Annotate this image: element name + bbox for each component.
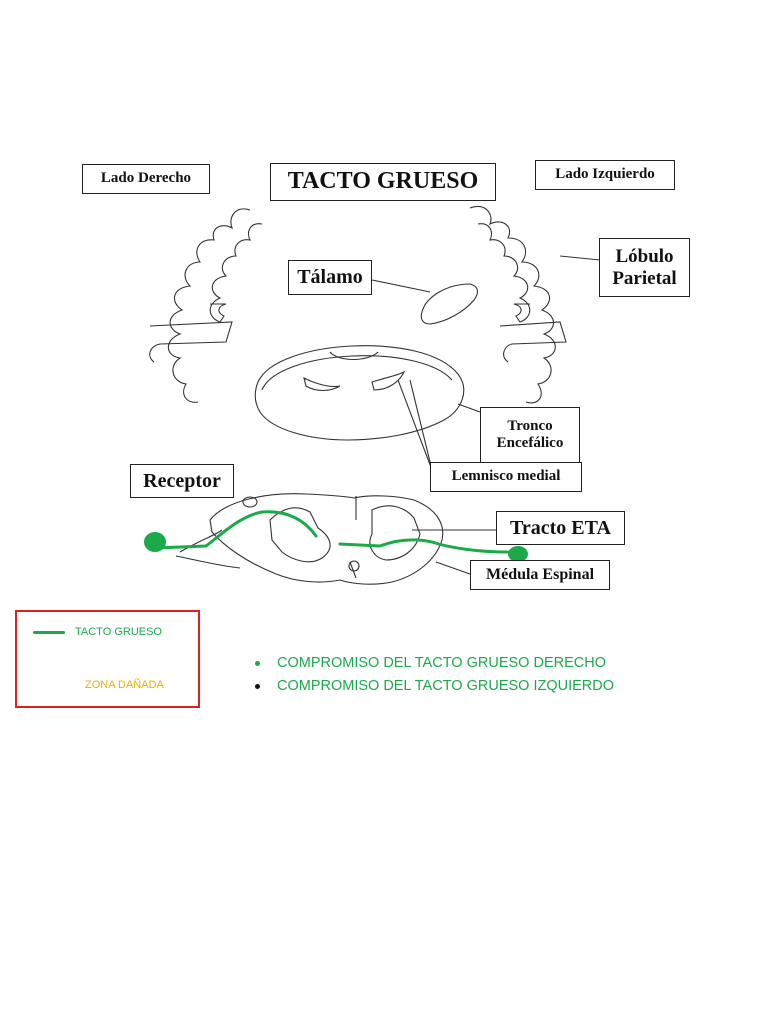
finding-text: COMPROMISO DEL TACTO GRUESO DERECHO <box>277 655 606 671</box>
label-right-side: Lado Derecho <box>82 164 210 194</box>
spinal-cord-tract-marker <box>242 496 258 508</box>
right-cortex-inner <box>209 223 263 323</box>
finding-right: COMPROMISO DEL TACTO GRUESO DERECHO <box>255 652 614 675</box>
spinal-cord-fissure <box>349 496 357 579</box>
legend-box: TACTO GRUESO ZONA DAÑADA <box>15 610 200 708</box>
receptor-node-right <box>144 532 166 552</box>
legend-pathway-swatch <box>33 631 65 634</box>
arrow-medula <box>435 561 471 575</box>
findings-list: COMPROMISO DEL TACTO GRUESO DERECHO COMP… <box>255 652 614 698</box>
arrow-brainstem <box>457 403 481 413</box>
pathway-left <box>338 538 510 554</box>
label-left-side: Lado Izquierdo <box>535 160 675 190</box>
spinal-cord-canal <box>348 560 360 572</box>
label-brainstem: Tronco Encefálico <box>480 407 580 463</box>
spinal-cord-grey-right <box>369 505 421 561</box>
arrow-lemniscus-b <box>409 379 433 471</box>
arrow-lemniscus-a <box>397 379 433 471</box>
left-cortex-outline <box>469 206 556 404</box>
spinal-cord-grey-left <box>269 507 331 563</box>
finding-text: COMPROMISO DEL TACTO GRUESO IZQUIERDO <box>277 678 615 694</box>
thalamus-shape <box>420 283 479 325</box>
legend-pathway-label: TACTO GRUESO <box>75 626 162 638</box>
legend-damaged-zone-label: ZONA DAÑADA <box>85 679 164 691</box>
label-parietal-lobe: Lóbulo Parietal <box>599 238 690 297</box>
brainstem-right-cavity <box>371 370 406 391</box>
label-eta-tract: Tracto ETA <box>496 511 625 545</box>
diagram-title: TACTO GRUESO <box>270 163 496 201</box>
label-receptor: Receptor <box>130 464 234 498</box>
spinal-cord-outline <box>209 493 444 585</box>
arrow-thalamus <box>371 279 431 293</box>
finding-left: COMPROMISO DEL TACTO GRUESO IZQUIERDO <box>255 675 614 698</box>
spinal-cord-dorsal-root <box>175 529 241 569</box>
label-medial-lemniscus: Lemnisco medial <box>430 462 582 492</box>
right-cortex-outline <box>167 208 251 403</box>
label-spinal-cord: Médula Espinal <box>470 560 610 590</box>
bullet-dot <box>255 661 260 666</box>
left-cortex-inner <box>477 223 531 323</box>
arrow-parietal <box>559 255 601 261</box>
label-thalamus: Tálamo <box>288 260 372 295</box>
left-cortex-fold <box>499 321 567 363</box>
brainstem-outline <box>254 345 465 441</box>
brainstem-inner <box>261 355 453 391</box>
bullet-dot <box>255 684 260 689</box>
right-cortex-fold <box>149 321 233 363</box>
brainstem-notch <box>329 351 379 361</box>
brainstem-left-cavity <box>303 376 341 392</box>
pathway-right <box>153 510 318 550</box>
receptor-node-left <box>508 546 528 562</box>
